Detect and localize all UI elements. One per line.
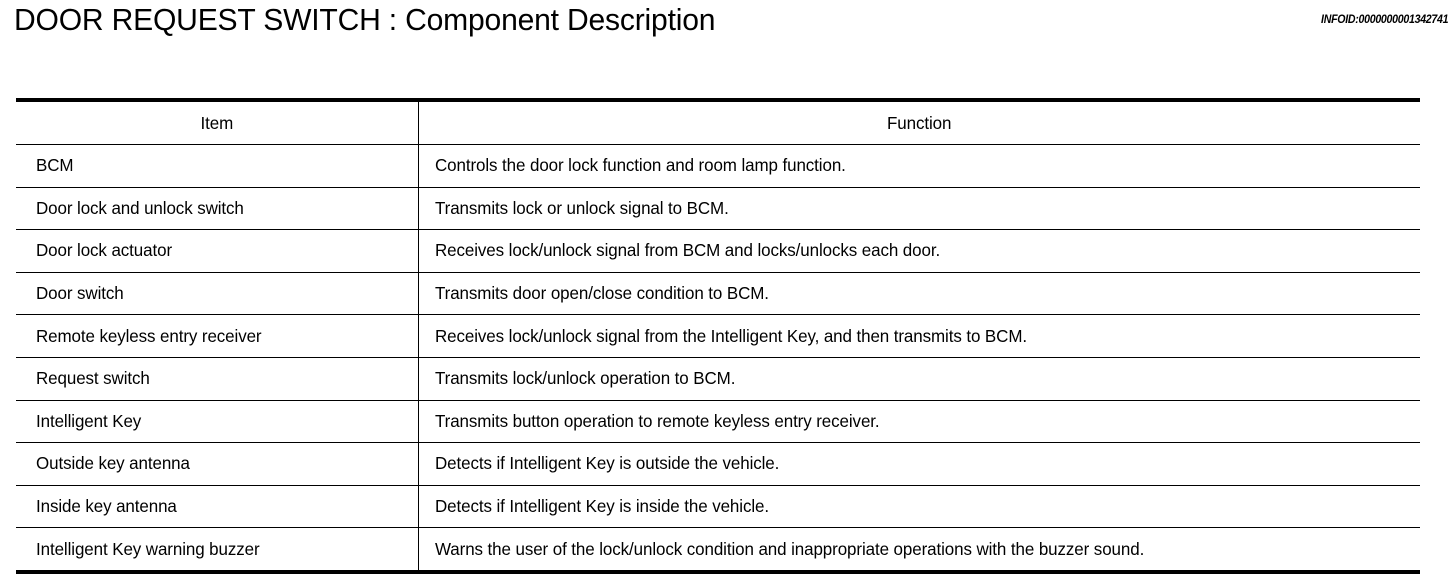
table-cell-function-text: Transmits lock/unlock operation to BCM. xyxy=(434,368,735,389)
table-cell-item: Outside key antenna xyxy=(16,442,419,486)
table-cell-function-text: Controls the door lock function and room… xyxy=(434,155,846,176)
component-description-table-wrapper: Item Function BCM Controls the door lock … xyxy=(16,98,1420,574)
table-cell-item-text: Inside key antenna xyxy=(36,496,177,517)
column-header-item-label: Item xyxy=(200,112,234,133)
table-cell-function: Transmits lock/unlock operation to BCM. xyxy=(418,357,1420,401)
table-cell-item-text: BCM xyxy=(36,155,74,176)
table-cell-item-text: Outside key antenna xyxy=(36,453,190,474)
table-cell-function: Detects if Intelligent Key is outside th… xyxy=(418,442,1420,486)
table-cell-item-text: Intelligent Key xyxy=(36,410,142,431)
table-cell-function-text: Detects if Intelligent Key is outside th… xyxy=(434,453,779,474)
table-row: Outside key antenna Detects if Intelligen… xyxy=(16,442,1420,486)
table-cell-function-text: Transmits lock or unlock signal to BCM. xyxy=(434,197,729,218)
table-cell-function: Controls the door lock function and room… xyxy=(418,144,1420,188)
table-cell-function-text: Transmits door open/close condition to B… xyxy=(434,283,769,304)
table-row: Remote keyless entry receiver Receives lo… xyxy=(16,314,1420,358)
infoid-label: INFOID:0000000001342741 xyxy=(1320,14,1448,26)
table-cell-function-text: Receives lock/unlock signal from the Int… xyxy=(434,325,1027,346)
table-cell-function: Receives lock/unlock signal from the Int… xyxy=(418,314,1420,358)
table-cell-item-text: Intelligent Key warning buzzer xyxy=(36,538,260,559)
table-cell-item: Intelligent Key warning buzzer xyxy=(16,527,419,574)
table-row: Request switch Transmits lock/unlock oper… xyxy=(16,357,1420,401)
table-cell-function-text: Receives lock/unlock signal from BCM and… xyxy=(434,240,940,261)
table-body: BCM Controls the door lock function and r… xyxy=(16,144,1420,574)
table-cell-item-text: Door lock actuator xyxy=(36,240,173,261)
table-cell-function: Receives lock/unlock signal from BCM and… xyxy=(418,229,1420,273)
table-header: Item Function xyxy=(16,98,1420,145)
table-cell-item: Intelligent Key xyxy=(16,400,419,444)
table-cell-item: Door lock actuator xyxy=(16,229,419,273)
table-cell-item: Door switch xyxy=(16,272,419,316)
column-header-item: Item xyxy=(16,98,419,145)
table-cell-item: Request switch xyxy=(16,357,419,401)
table-row: Intelligent Key Transmits button operatio… xyxy=(16,400,1420,444)
table-row: BCM Controls the door lock function and r… xyxy=(16,144,1420,188)
column-header-function-label: Function xyxy=(887,112,952,133)
table-row: Inside key antenna Detects if Intelligent… xyxy=(16,485,1420,529)
column-header-function: Function xyxy=(418,98,1420,145)
table-cell-item-text: Remote keyless entry receiver xyxy=(36,325,262,346)
table-cell-function: Transmits button operation to remote key… xyxy=(418,400,1420,444)
table-row: Door lock actuator Receives lock/unlock s… xyxy=(16,229,1420,273)
table-cell-function-text: Transmits button operation to remote key… xyxy=(434,410,880,431)
table-cell-item: BCM xyxy=(16,144,419,188)
page-header: DOOR REQUEST SWITCH : Component Descript… xyxy=(0,0,1456,58)
table-cell-item-text: Door switch xyxy=(36,283,124,304)
table-cell-function-text: Warns the user of the lock/unlock condit… xyxy=(434,538,1144,559)
table-cell-function: Detects if Intelligent Key is inside the… xyxy=(418,485,1420,529)
table-cell-item-text: Door lock and unlock switch xyxy=(36,197,244,218)
table-cell-function-text: Detects if Intelligent Key is inside the… xyxy=(434,496,769,517)
table-row: Door lock and unlock switch Transmits loc… xyxy=(16,187,1420,231)
table-header-row: Item Function xyxy=(16,98,1420,145)
table-cell-item: Door lock and unlock switch xyxy=(16,187,419,231)
table-cell-item: Remote keyless entry receiver xyxy=(16,314,419,358)
page-title: DOOR REQUEST SWITCH : Component Descript… xyxy=(14,2,716,37)
table-cell-item: Inside key antenna xyxy=(16,485,419,529)
table-cell-function: Transmits door open/close condition to B… xyxy=(418,272,1420,316)
component-description-table: Item Function BCM Controls the door lock … xyxy=(16,98,1420,574)
table-cell-item-text: Request switch xyxy=(36,368,150,389)
table-cell-function: Warns the user of the lock/unlock condit… xyxy=(418,527,1420,574)
table-row: Door switch Transmits door open/close con… xyxy=(16,272,1420,316)
table-cell-function: Transmits lock or unlock signal to BCM. xyxy=(418,187,1420,231)
table-row: Intelligent Key warning buzzer Warns the … xyxy=(16,527,1420,574)
